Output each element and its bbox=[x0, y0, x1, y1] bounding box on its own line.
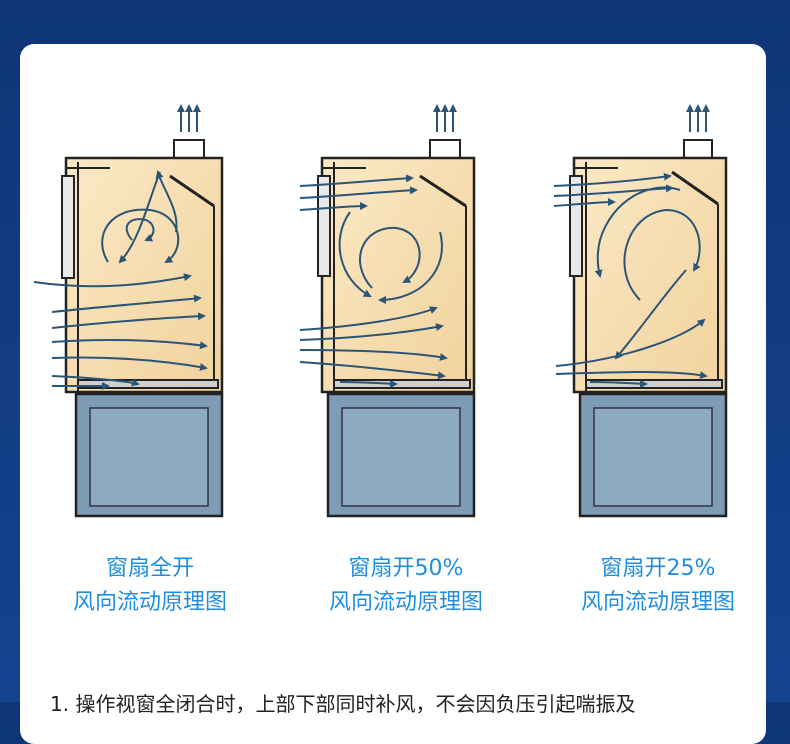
exhaust-arrows bbox=[177, 104, 201, 132]
caption-50-percent: 窗扇开50% 风向流动原理图 bbox=[286, 552, 526, 620]
fume-hood-airflow-diagrams bbox=[33, 104, 728, 518]
airflow-arrows bbox=[33, 170, 208, 390]
caption-title: 窗扇全开 bbox=[105, 556, 194, 581]
caption-subtitle: 风向流动原理图 bbox=[72, 590, 227, 615]
hood-diagram-50-percent bbox=[299, 104, 476, 518]
caption-full-open: 窗扇全开 风向流动原理图 bbox=[30, 552, 270, 620]
caption-title: 窗扇开25% bbox=[600, 556, 716, 581]
caption-25-percent: 窗扇开25% 风向流动原理图 bbox=[538, 552, 778, 620]
airflow-arrows bbox=[553, 172, 708, 388]
exhaust-arrows bbox=[433, 104, 457, 132]
caption-title: 窗扇开50% bbox=[348, 556, 464, 581]
exhaust-arrows bbox=[686, 104, 710, 132]
hood-diagram-25-percent bbox=[553, 104, 728, 518]
caption-subtitle: 风向流动原理图 bbox=[328, 590, 483, 615]
caption-subtitle: 风向流动原理图 bbox=[580, 590, 735, 615]
description-note: 1. 操作视窗全闭合时，上部下部同时补风，不会因负压引起喘振及 bbox=[50, 692, 636, 716]
hood-diagram-full-open bbox=[33, 104, 224, 518]
airflow-arrows bbox=[299, 174, 448, 388]
